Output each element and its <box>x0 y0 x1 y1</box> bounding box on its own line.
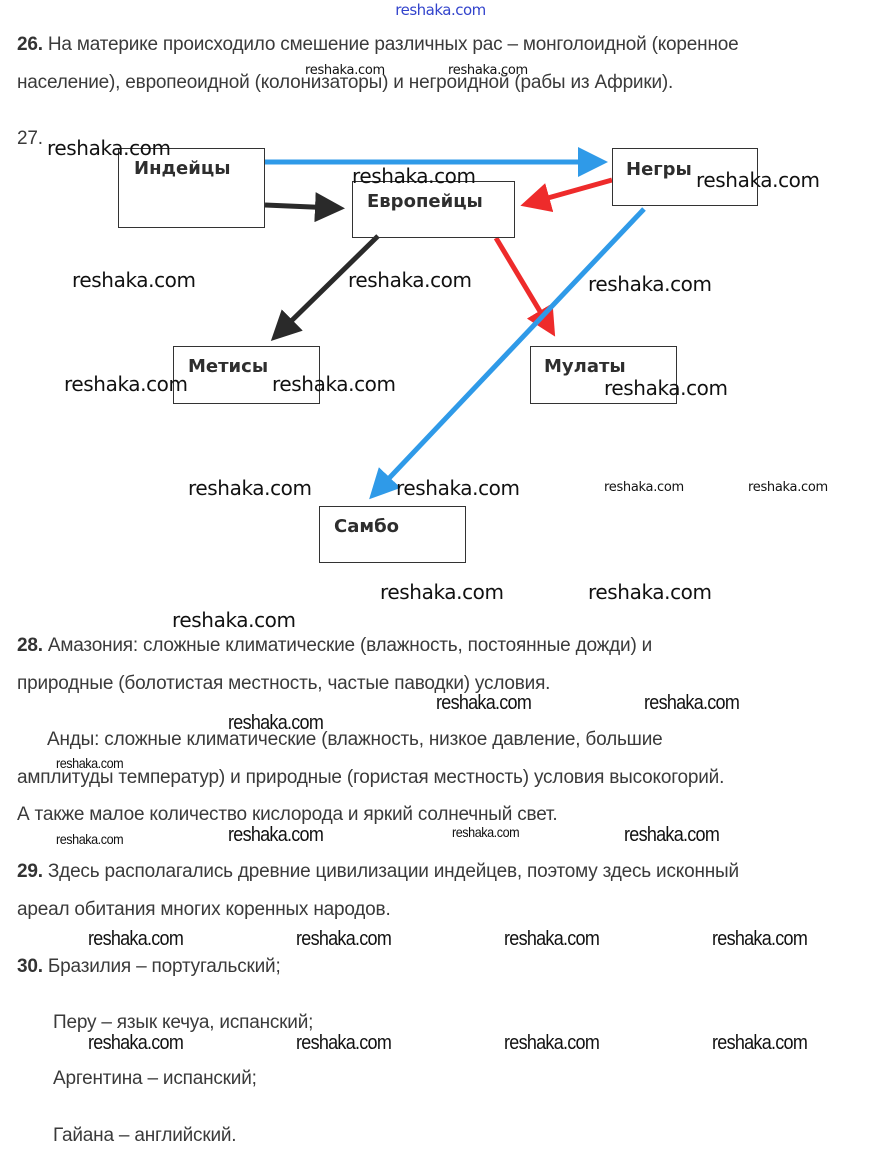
watermark: reshaka.com <box>64 372 188 396</box>
node-sambo <box>319 506 466 563</box>
node-negroes <box>612 148 758 206</box>
q28-line-3: Анды: сложные климатические (влажность, … <box>47 729 663 750</box>
watermark: reshaka.com <box>47 136 171 160</box>
q28-text-1: Амазония: сложные климатические (влажнос… <box>42 635 653 656</box>
watermark: reshaka.com <box>712 1032 808 1054</box>
watermark: reshaka.com <box>352 164 476 188</box>
q29-line-2: ареал обитания многих коренных народов. <box>17 899 391 920</box>
watermark: reshaka.com <box>436 692 532 714</box>
q30-text-1: Бразилия – португальский; <box>42 956 281 977</box>
q28-line-5: А также малое количество кислорода и ярк… <box>17 804 558 825</box>
q30-line-3: Аргентина – испанский; <box>53 1068 257 1089</box>
watermark: reshaka.com <box>296 1032 392 1054</box>
node-indians-label: Индейцы <box>134 158 231 179</box>
watermark: reshaka.com <box>380 580 504 604</box>
watermark: reshaka.com <box>624 824 720 846</box>
watermark: reshaka.com <box>604 480 684 495</box>
arrow-europeans-to-mulattoes <box>493 236 556 337</box>
watermark: reshaka.com <box>644 692 740 714</box>
node-indians <box>118 148 265 228</box>
q30-line-4: Гайана – английский. <box>53 1125 237 1146</box>
q28-number: 28. <box>17 635 43 656</box>
q28-line-1: 28. Амазония: сложные климатические (вла… <box>17 635 652 657</box>
site-header-link[interactable]: reshaka.com <box>395 1 486 19</box>
watermark: reshaka.com <box>696 168 820 192</box>
q30-line-2: Перу – язык кечуа, испанский; <box>53 1012 314 1033</box>
arrow-europeans-to-mestizos <box>270 234 380 341</box>
watermark: reshaka.com <box>748 480 828 495</box>
arrow-indians-to-europeans <box>264 192 345 223</box>
watermark: reshaka.com <box>88 928 184 950</box>
q29-text-1: Здесь располагались древние цивилизации … <box>42 861 739 882</box>
watermark: reshaka.com <box>56 831 124 847</box>
watermark: reshaka.com <box>72 268 196 292</box>
watermark: reshaka.com <box>172 608 296 632</box>
watermark: reshaka.com <box>588 580 712 604</box>
arrow-negroes-to-europeans <box>520 177 613 213</box>
watermark: reshaka.com <box>228 712 324 734</box>
node-sambo-label: Самбо <box>334 516 400 537</box>
q29-number: 29. <box>17 861 43 882</box>
watermark: reshaka.com <box>504 1032 600 1054</box>
q27-number: 27. <box>17 128 43 149</box>
node-mulattoes <box>530 346 677 404</box>
watermark: reshaka.com <box>188 476 312 500</box>
watermark: reshaka.com <box>88 1032 184 1054</box>
watermark: reshaka.com <box>452 824 520 840</box>
node-europeans <box>352 181 515 238</box>
q30-line-1: 30. Бразилия – португальский; <box>17 956 281 978</box>
watermark: reshaka.com <box>504 928 600 950</box>
node-mestizos-label: Метисы <box>188 356 269 377</box>
watermark: reshaka.com <box>712 928 808 950</box>
watermark: reshaka.com <box>448 63 528 78</box>
q28-line-4: амплитуды температур) и природные (горис… <box>17 767 725 788</box>
watermark: reshaka.com <box>588 272 712 296</box>
q26-text-1: На материке происходило смешение различн… <box>42 34 739 55</box>
watermark: reshaka.com <box>305 63 385 78</box>
watermark: reshaka.com <box>396 476 520 500</box>
q26-line-2: население), европеоидной (колонизаторы) … <box>17 72 674 93</box>
q26-line-1: 26. На материке происходило смешение раз… <box>17 34 739 56</box>
q29-line-1: 29. Здесь располагались древние цивилиза… <box>17 861 739 883</box>
node-mulattoes-label: Мулаты <box>544 356 626 377</box>
watermark: reshaka.com <box>228 824 324 846</box>
watermark: reshaka.com <box>604 376 728 400</box>
q28-line-2: природные (болотистая местность, частые … <box>17 673 551 694</box>
node-mestizos <box>173 346 320 404</box>
watermark: reshaka.com <box>56 755 124 771</box>
q26-number: 26. <box>17 34 43 55</box>
q30-number: 30. <box>17 956 43 977</box>
node-negroes-label: Негры <box>626 159 692 180</box>
node-europeans-label: Европейцы <box>367 191 483 212</box>
watermark: reshaka.com <box>296 928 392 950</box>
watermark: reshaka.com <box>348 268 472 292</box>
watermark: reshaka.com <box>272 372 396 396</box>
arrow-negroes-to-sambo <box>369 207 646 500</box>
